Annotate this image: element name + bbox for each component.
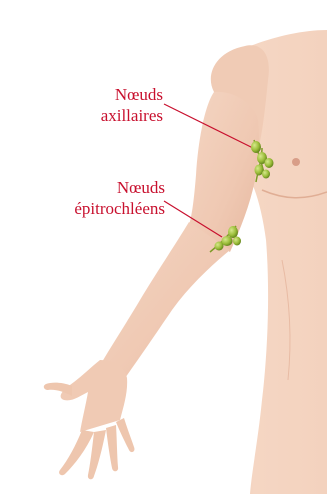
epitrochlear-nodes-label: Nœuds épitrochléens bbox=[74, 177, 165, 219]
axillary-label-line2: axillaires bbox=[101, 105, 163, 126]
finger-ring bbox=[106, 425, 118, 471]
palm bbox=[61, 360, 128, 432]
finger-index bbox=[59, 430, 94, 475]
finger-little bbox=[116, 418, 134, 452]
axillary-label-line1: Nœuds bbox=[101, 84, 163, 105]
epitrochlear-label-line1: Nœuds bbox=[74, 177, 165, 198]
upper-arm bbox=[189, 92, 259, 252]
nipple bbox=[292, 158, 300, 166]
epitrochlear-label-line2: épitrochléens bbox=[74, 198, 165, 219]
forearm bbox=[102, 222, 230, 378]
axillary-nodes-label: Nœuds axillaires bbox=[101, 84, 163, 126]
